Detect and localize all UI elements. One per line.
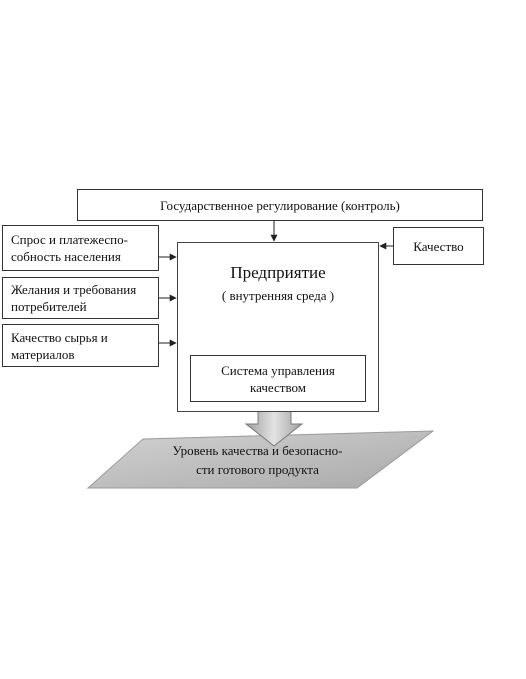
result-label-line1: Уровень качества и безопасно-	[172, 443, 343, 458]
qms-box: Система управления качеством	[190, 355, 366, 402]
raw-materials-label-line1: Качество сырья и	[11, 329, 108, 345]
result-label: Уровень качества и безопасно- сти готово…	[150, 441, 365, 479]
demand-label-line1: Спрос и платежеспо-	[11, 232, 128, 247]
enterprise-subtitle: ( внутренняя среда )	[221, 288, 335, 303]
enterprise-title: Предприятие	[230, 263, 326, 282]
wishes-box: Желания и требования потребителей	[2, 277, 159, 319]
demand-label-line2: собность населения	[11, 249, 121, 264]
qms-label-line1: Система управления	[221, 362, 335, 378]
result-label-line2: сти готового продукта	[196, 462, 319, 477]
raw-materials-box: Качество сырья и материалов	[2, 324, 159, 367]
wishes-label-line1: Желания и требования	[11, 282, 137, 297]
quality-box: Качество	[393, 227, 484, 265]
result-plane	[86, 430, 435, 489]
quality-label: Качество	[413, 238, 464, 254]
gov-regulation-box: Государственное регулирование (контроль)	[77, 189, 483, 221]
wishes-label-line2: потребителей	[11, 299, 87, 314]
qms-label-line2: качеством	[250, 379, 306, 395]
demand-box: Спрос и платежеспо- собность населения	[2, 225, 159, 271]
gov-regulation-label: Государственное регулирование (контроль)	[160, 197, 400, 213]
raw-materials-label-line2: материалов	[11, 346, 75, 362]
